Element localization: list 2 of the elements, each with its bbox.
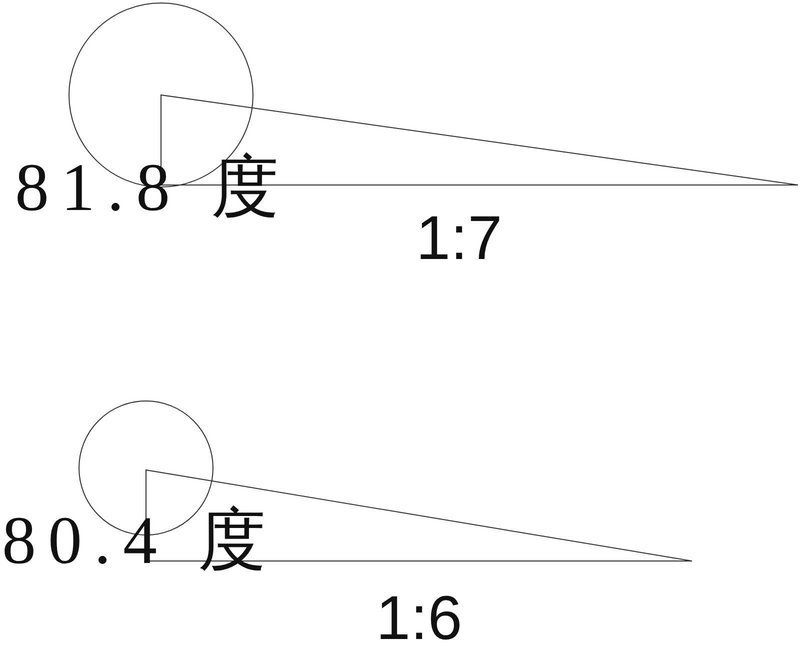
ratio-label: 1:6 xyxy=(376,588,462,649)
ratio-label: 1:7 xyxy=(416,208,502,270)
